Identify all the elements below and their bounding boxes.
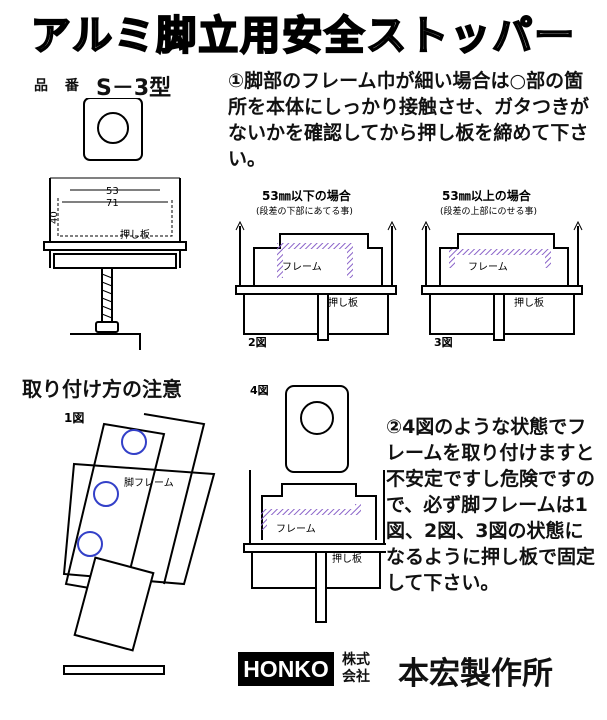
dim-53: 53 (106, 186, 119, 197)
instruction-2: ②4図のような状態でフレームを取り付けますと不安定ですし危険ですので、必ず脚フレ… (386, 416, 596, 594)
brand-logo: HONKO (238, 652, 334, 686)
model-label: 品 番 (34, 78, 85, 94)
instruction-1: ①脚部のフレーム巾が細い場合は○部の箇所を本体にしっかり接触させ、ガタつきがない… (228, 70, 590, 170)
fig2-caption: 53㎜以下の場合 (262, 188, 352, 203)
press-plate (43, 241, 187, 251)
page-title: アルミ脚立用安全ストッパー (30, 12, 577, 60)
figure-1: 1図 脚フレーム (62, 411, 216, 675)
figure-3: 53㎜以上の場合 (段差の上部にのせる事) フレーム 押し板 3図 (421, 188, 583, 349)
model-code: S－3型 (96, 76, 172, 101)
dim-71: 71 (106, 198, 119, 209)
figure-4: 4図 フレーム 押し板 (243, 383, 386, 623)
fig4-label: 4図 (250, 383, 269, 397)
section-title: 取り付け方の注意 (22, 377, 182, 401)
fig3-sub: (段差の上部にのせる事) (440, 205, 537, 217)
plate-label: 押し板 (120, 228, 150, 241)
fig4-plate-label: 押し板 (332, 552, 362, 565)
fig3-caption: 53㎜以上の場合 (442, 188, 532, 203)
company-type: 株式会社 (342, 652, 370, 685)
company-name: 本宏製作所 (398, 656, 553, 692)
figure-2: 53㎜以下の場合 (段差の下部にあてる事) フレーム 押し板 2図 (235, 188, 397, 349)
fig3-plate-label: 押し板 (514, 296, 544, 309)
fig4-frame-label: フレーム (276, 523, 316, 535)
dim-40: 40 (49, 211, 60, 224)
fig2-label: 2図 (248, 335, 267, 349)
fig3-label: 3図 (434, 335, 453, 349)
fig2-sub: (段差の下部にあてる事) (256, 205, 353, 217)
fig1-label: 1図 (64, 411, 84, 425)
mount-hole (97, 112, 129, 144)
product-drawing: 53 71 40 押し板 (43, 98, 187, 350)
fig3-frame-label: フレーム (468, 261, 508, 273)
fig2-plate-label: 押し板 (328, 296, 358, 309)
contact-circle (93, 481, 119, 507)
contact-circle (121, 429, 147, 455)
fig2-frame-label: フレーム (282, 261, 322, 273)
fig1-frame-label: 脚フレーム (124, 476, 174, 489)
contact-circle (77, 531, 103, 557)
